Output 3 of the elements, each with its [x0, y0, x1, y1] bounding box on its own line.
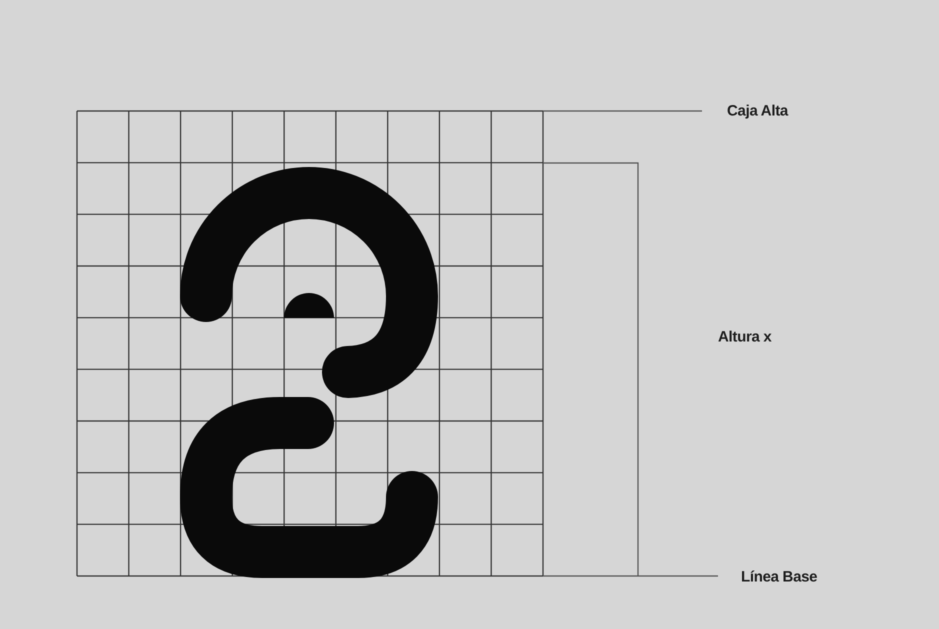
guide-label: Altura x: [718, 328, 772, 346]
guide-label: Caja Alta: [727, 102, 788, 120]
guide-label: Línea Base: [741, 568, 818, 586]
